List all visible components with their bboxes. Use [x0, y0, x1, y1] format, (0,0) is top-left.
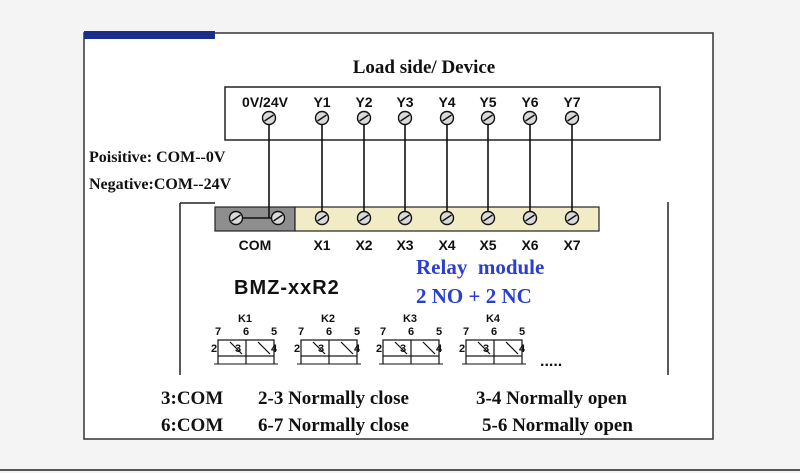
- input-terminal-label: X3: [396, 237, 413, 253]
- relay-pin-label: 3: [400, 343, 406, 355]
- relay-pin-label: 3: [235, 343, 241, 355]
- relay-pin-label: 2: [211, 343, 217, 355]
- input-terminal-label: X1: [313, 237, 330, 253]
- wire-group: [236, 118, 573, 219]
- relay-pin-label: 3: [483, 343, 489, 355]
- relay-pin-label: 6: [243, 326, 249, 338]
- relay-label: K4: [486, 313, 501, 325]
- relay-pin-label: 2: [294, 343, 300, 355]
- device-terminal-label: Y4: [438, 94, 455, 110]
- relay-pin-label: 6: [491, 326, 497, 338]
- relay-pin-label: 5: [519, 326, 525, 338]
- legend-row2-com: 6:COM: [161, 415, 223, 436]
- legend: 3:COM 2-3 Normally close 3-4 Normally op…: [161, 388, 633, 436]
- more-relays-indicator: .....: [540, 353, 562, 370]
- device-terminal-label: Y7: [563, 94, 580, 110]
- module-description-line1: Relay module: [416, 255, 544, 279]
- relay-label: K3: [403, 313, 417, 325]
- negative-note: Negative:COM--24V: [89, 176, 232, 193]
- input-terminal-label: X4: [438, 237, 455, 253]
- input-terminal-label: X2: [355, 237, 372, 253]
- input-terminal-label: X5: [479, 237, 496, 253]
- diagram-title: Load side/ Device: [353, 57, 496, 78]
- device-terminal-label: 0V/24V: [242, 94, 289, 110]
- module-box-edge: [179, 202, 669, 375]
- module-description-line2: 2 NO + 2 NC: [416, 284, 532, 308]
- relay-pin-label: 7: [215, 326, 221, 338]
- legend-row1-no: 3-4 Normally open: [476, 388, 627, 409]
- com-screw-terminal: [270, 210, 286, 226]
- com-terminal-label: COM: [239, 237, 272, 253]
- input-screw-terminal: [314, 210, 330, 226]
- input-screw-terminal: [564, 210, 580, 226]
- relay-pin-label: 7: [298, 326, 304, 338]
- input-screw-terminal: [522, 210, 538, 226]
- com-screw-terminal: [228, 210, 244, 226]
- device-terminal-label: Y1: [313, 94, 330, 110]
- device-terminal-labels: 0V/24V Y1 Y2 Y3 Y4 Y5 Y6 Y7: [242, 94, 581, 110]
- legend-row2-no: 5-6 Normally open: [482, 415, 633, 436]
- relay-pin-label: 6: [408, 326, 414, 338]
- legend-row1-nc: 2-3 Normally close: [258, 388, 409, 409]
- relay-pin-label: 7: [380, 326, 386, 338]
- device-screw-terminal: [314, 110, 330, 126]
- device-screw-terminal: [522, 110, 538, 126]
- input-screw-terminal: [480, 210, 496, 226]
- legend-row2-nc: 6-7 Normally close: [258, 415, 409, 436]
- legend-row1-com: 3:COM: [161, 388, 223, 409]
- model-name: BMZ-xxR2: [234, 277, 340, 299]
- input-screw-terminal: [397, 210, 413, 226]
- relay-pin-label: 5: [354, 326, 360, 338]
- input-terminal-labels: X1 X2 X3 X4 X5 X6 X7: [313, 237, 580, 253]
- input-terminal-label: X7: [563, 237, 580, 253]
- device-screw-terminal: [439, 110, 455, 126]
- input-screw-terminal: [439, 210, 455, 226]
- relay-pin-label: 7: [463, 326, 469, 338]
- device-screw-terminal: [564, 110, 580, 126]
- input-screw-terminal: [356, 210, 372, 226]
- device-screw-terminal: [397, 110, 413, 126]
- device-terminal-label: Y2: [355, 94, 372, 110]
- relay-pin-label: 6: [326, 326, 332, 338]
- device-screw-terminal: [480, 110, 496, 126]
- relay-pin-label: 3: [318, 343, 324, 355]
- input-terminal-label: X6: [521, 237, 538, 253]
- device-terminal-label: Y3: [396, 94, 413, 110]
- device-terminal-label: Y6: [521, 94, 538, 110]
- device-terminal-label: Y5: [479, 94, 496, 110]
- relay-pin-label: 2: [459, 343, 465, 355]
- accent-bar: [84, 31, 215, 39]
- device-screw-terminal: [261, 110, 277, 126]
- screw-terminal-group: [228, 110, 580, 226]
- relay-pin-label: 5: [436, 326, 442, 338]
- relay-pin-label: 5: [271, 326, 277, 338]
- relay-pin-label: 2: [376, 343, 382, 355]
- relay-label: K1: [238, 313, 252, 325]
- positive-note: Poisitive: COM--0V: [89, 149, 226, 166]
- device-screw-terminal: [356, 110, 372, 126]
- relay-label: K2: [321, 313, 335, 325]
